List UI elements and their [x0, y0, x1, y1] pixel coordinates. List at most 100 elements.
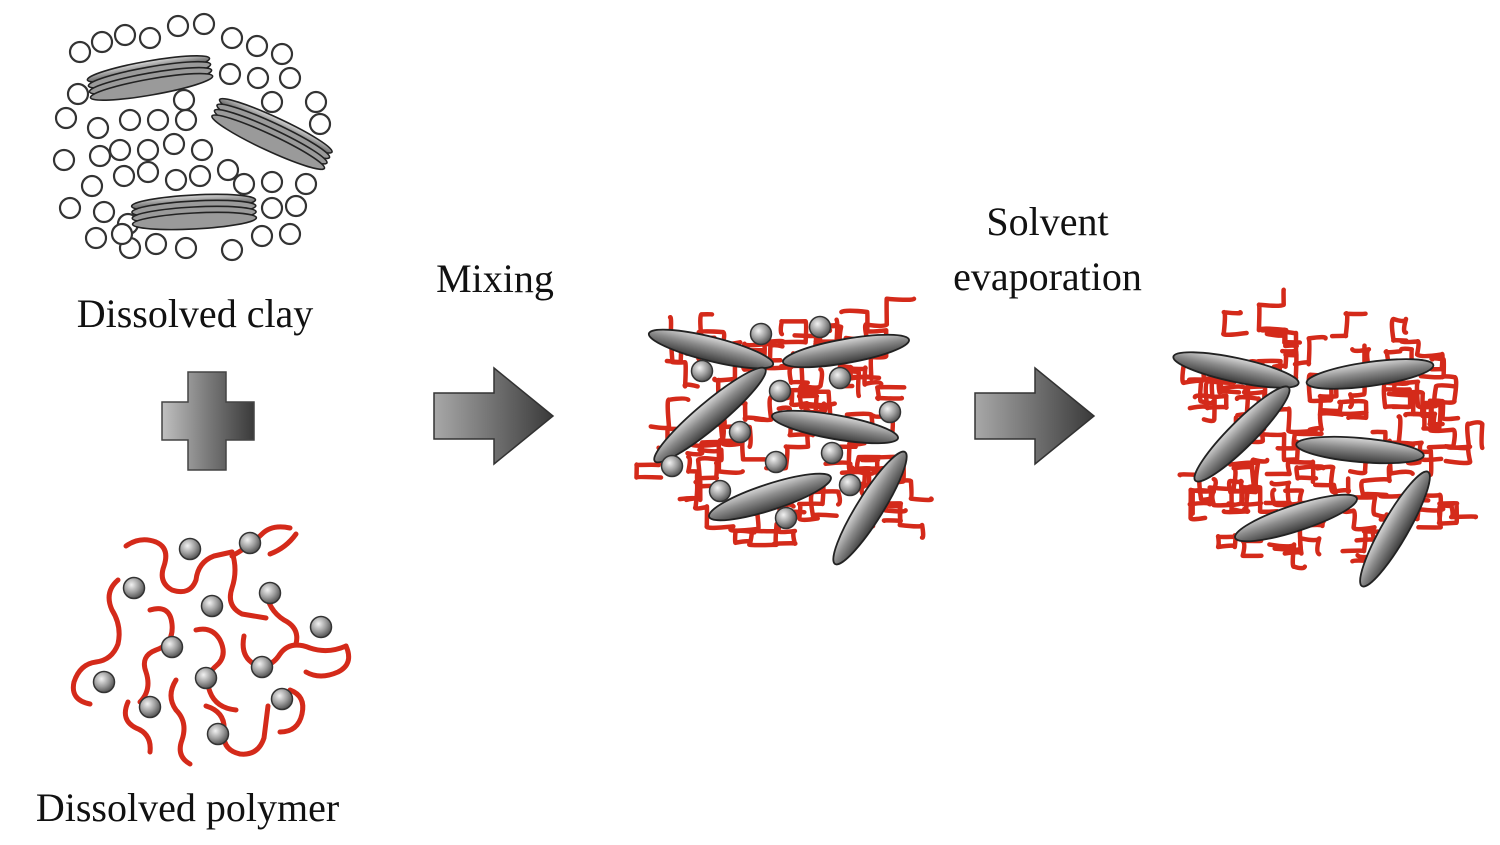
- solvent-molecule: [58, 196, 82, 220]
- polymer-bead: [238, 531, 262, 555]
- clay-layer: [89, 72, 214, 102]
- solvent-molecule: [284, 194, 308, 218]
- polymer-bead: [774, 506, 798, 530]
- polymer-bead: [764, 450, 788, 474]
- polymer-bead: [138, 695, 162, 719]
- polymer-chain: [1421, 492, 1460, 526]
- clay-platelet: [1295, 435, 1425, 465]
- polymer-chain: [277, 687, 306, 735]
- solvent-molecule: [68, 40, 92, 64]
- solvent-molecule: [146, 108, 170, 132]
- clay-platelet: [647, 328, 775, 370]
- solvent-evaporation-label-line2: evaporation: [953, 254, 1142, 299]
- polymer-bead: [808, 315, 832, 339]
- clay-platelet: [782, 333, 910, 369]
- polymer-bead: [250, 655, 274, 679]
- solvent-molecule: [166, 14, 190, 38]
- polymer-chain: [227, 549, 269, 621]
- solvent-molecule: [172, 88, 196, 112]
- polymer-bead: [838, 473, 862, 497]
- polymer-chain: [875, 384, 907, 402]
- solvent-molecule: [90, 30, 114, 54]
- solvent-molecule: [260, 196, 284, 220]
- clay-layer: [211, 114, 326, 171]
- solvent-molecule: [113, 23, 137, 47]
- polymer-bead: [828, 366, 852, 390]
- polymer-bead: [749, 322, 773, 346]
- polymer-chain: [1256, 287, 1289, 333]
- polymer-chain: [648, 396, 691, 431]
- solvent-molecule: [54, 106, 78, 130]
- polymer-chain: [1270, 329, 1299, 369]
- solvent-molecule: [88, 144, 112, 168]
- solvent-molecule: [188, 164, 212, 188]
- solvent-molecule: [192, 12, 216, 36]
- polymer-bead: [820, 441, 844, 465]
- polymer-chain: [1359, 464, 1392, 498]
- dissolved-clay-cluster: [52, 12, 333, 262]
- polymer-chain: [717, 438, 767, 462]
- polymer-bead: [708, 479, 732, 503]
- polymer-bead: [160, 635, 184, 659]
- solvent-molecule: [250, 224, 274, 248]
- solvent-molecule: [138, 26, 162, 50]
- polymer-chain: [777, 318, 809, 345]
- solvent-molecule: [246, 66, 270, 90]
- polymer-chain: [1188, 476, 1218, 522]
- solvent-molecule: [164, 168, 188, 192]
- polymer-bead: [309, 615, 333, 639]
- solvent-molecule: [118, 108, 142, 132]
- solvent-molecule: [86, 116, 110, 140]
- polymer-chain: [168, 677, 193, 767]
- solvent-molecule: [136, 138, 160, 162]
- polymer-chain: [203, 703, 271, 757]
- solvent-molecule: [80, 174, 104, 198]
- clay-platelet: [771, 409, 899, 445]
- clay-platelet: [708, 472, 832, 522]
- polymer-chain: [1340, 508, 1377, 543]
- clay-layer: [131, 211, 258, 231]
- solvent-evaporation-label-line1: Solvent: [986, 199, 1109, 244]
- polymer-chain: [839, 308, 889, 360]
- polymer-chain: [1399, 338, 1445, 372]
- polymer-bead: [878, 400, 902, 424]
- solvent-molecule: [136, 160, 160, 184]
- solvent-molecule: [112, 164, 136, 188]
- polymer-chain: [1221, 309, 1249, 338]
- mixed-solution-cluster: [634, 296, 934, 566]
- nanocomposite-cluster: [1172, 287, 1485, 588]
- mixing-label: Mixing: [436, 256, 554, 301]
- polymer-chain: [1292, 334, 1328, 367]
- polymer-chain: [193, 626, 239, 713]
- polymer-chain: [123, 537, 235, 595]
- clay-platelet-stack: [86, 54, 214, 102]
- polymer-chain: [881, 501, 904, 524]
- polymer-bead: [200, 594, 224, 618]
- solvent-molecule: [174, 108, 198, 132]
- polymer-bead: [728, 420, 752, 444]
- polymer-chain: [843, 296, 917, 342]
- polymer-bead: [270, 687, 294, 711]
- clay-platelet: [1305, 358, 1435, 390]
- plus-icon: [161, 371, 255, 471]
- polymer-chain: [137, 606, 175, 705]
- polymer-chain: [1215, 533, 1244, 550]
- polymer-chain: [267, 531, 299, 557]
- clay-platelet: [1234, 493, 1358, 543]
- dissolved-clay-label: Dissolved clay: [76, 291, 314, 336]
- solvent-molecule: [220, 26, 244, 50]
- polymer-chain: [70, 577, 122, 707]
- solvent-molecule: [245, 34, 269, 58]
- evaporation-arrow-icon: [974, 366, 1096, 466]
- polymer-chain: [1282, 535, 1322, 557]
- solvent-molecule: [294, 172, 318, 196]
- polymer-chain: [1187, 464, 1255, 507]
- polymer-bead: [178, 537, 202, 561]
- solvent-molecule: [260, 90, 284, 114]
- polymer-chain: [1192, 393, 1217, 424]
- polymer-chain: [1307, 408, 1343, 432]
- polymer-chain: [303, 643, 352, 679]
- clay-platelet: [653, 366, 767, 464]
- clay-platelet: [832, 450, 908, 566]
